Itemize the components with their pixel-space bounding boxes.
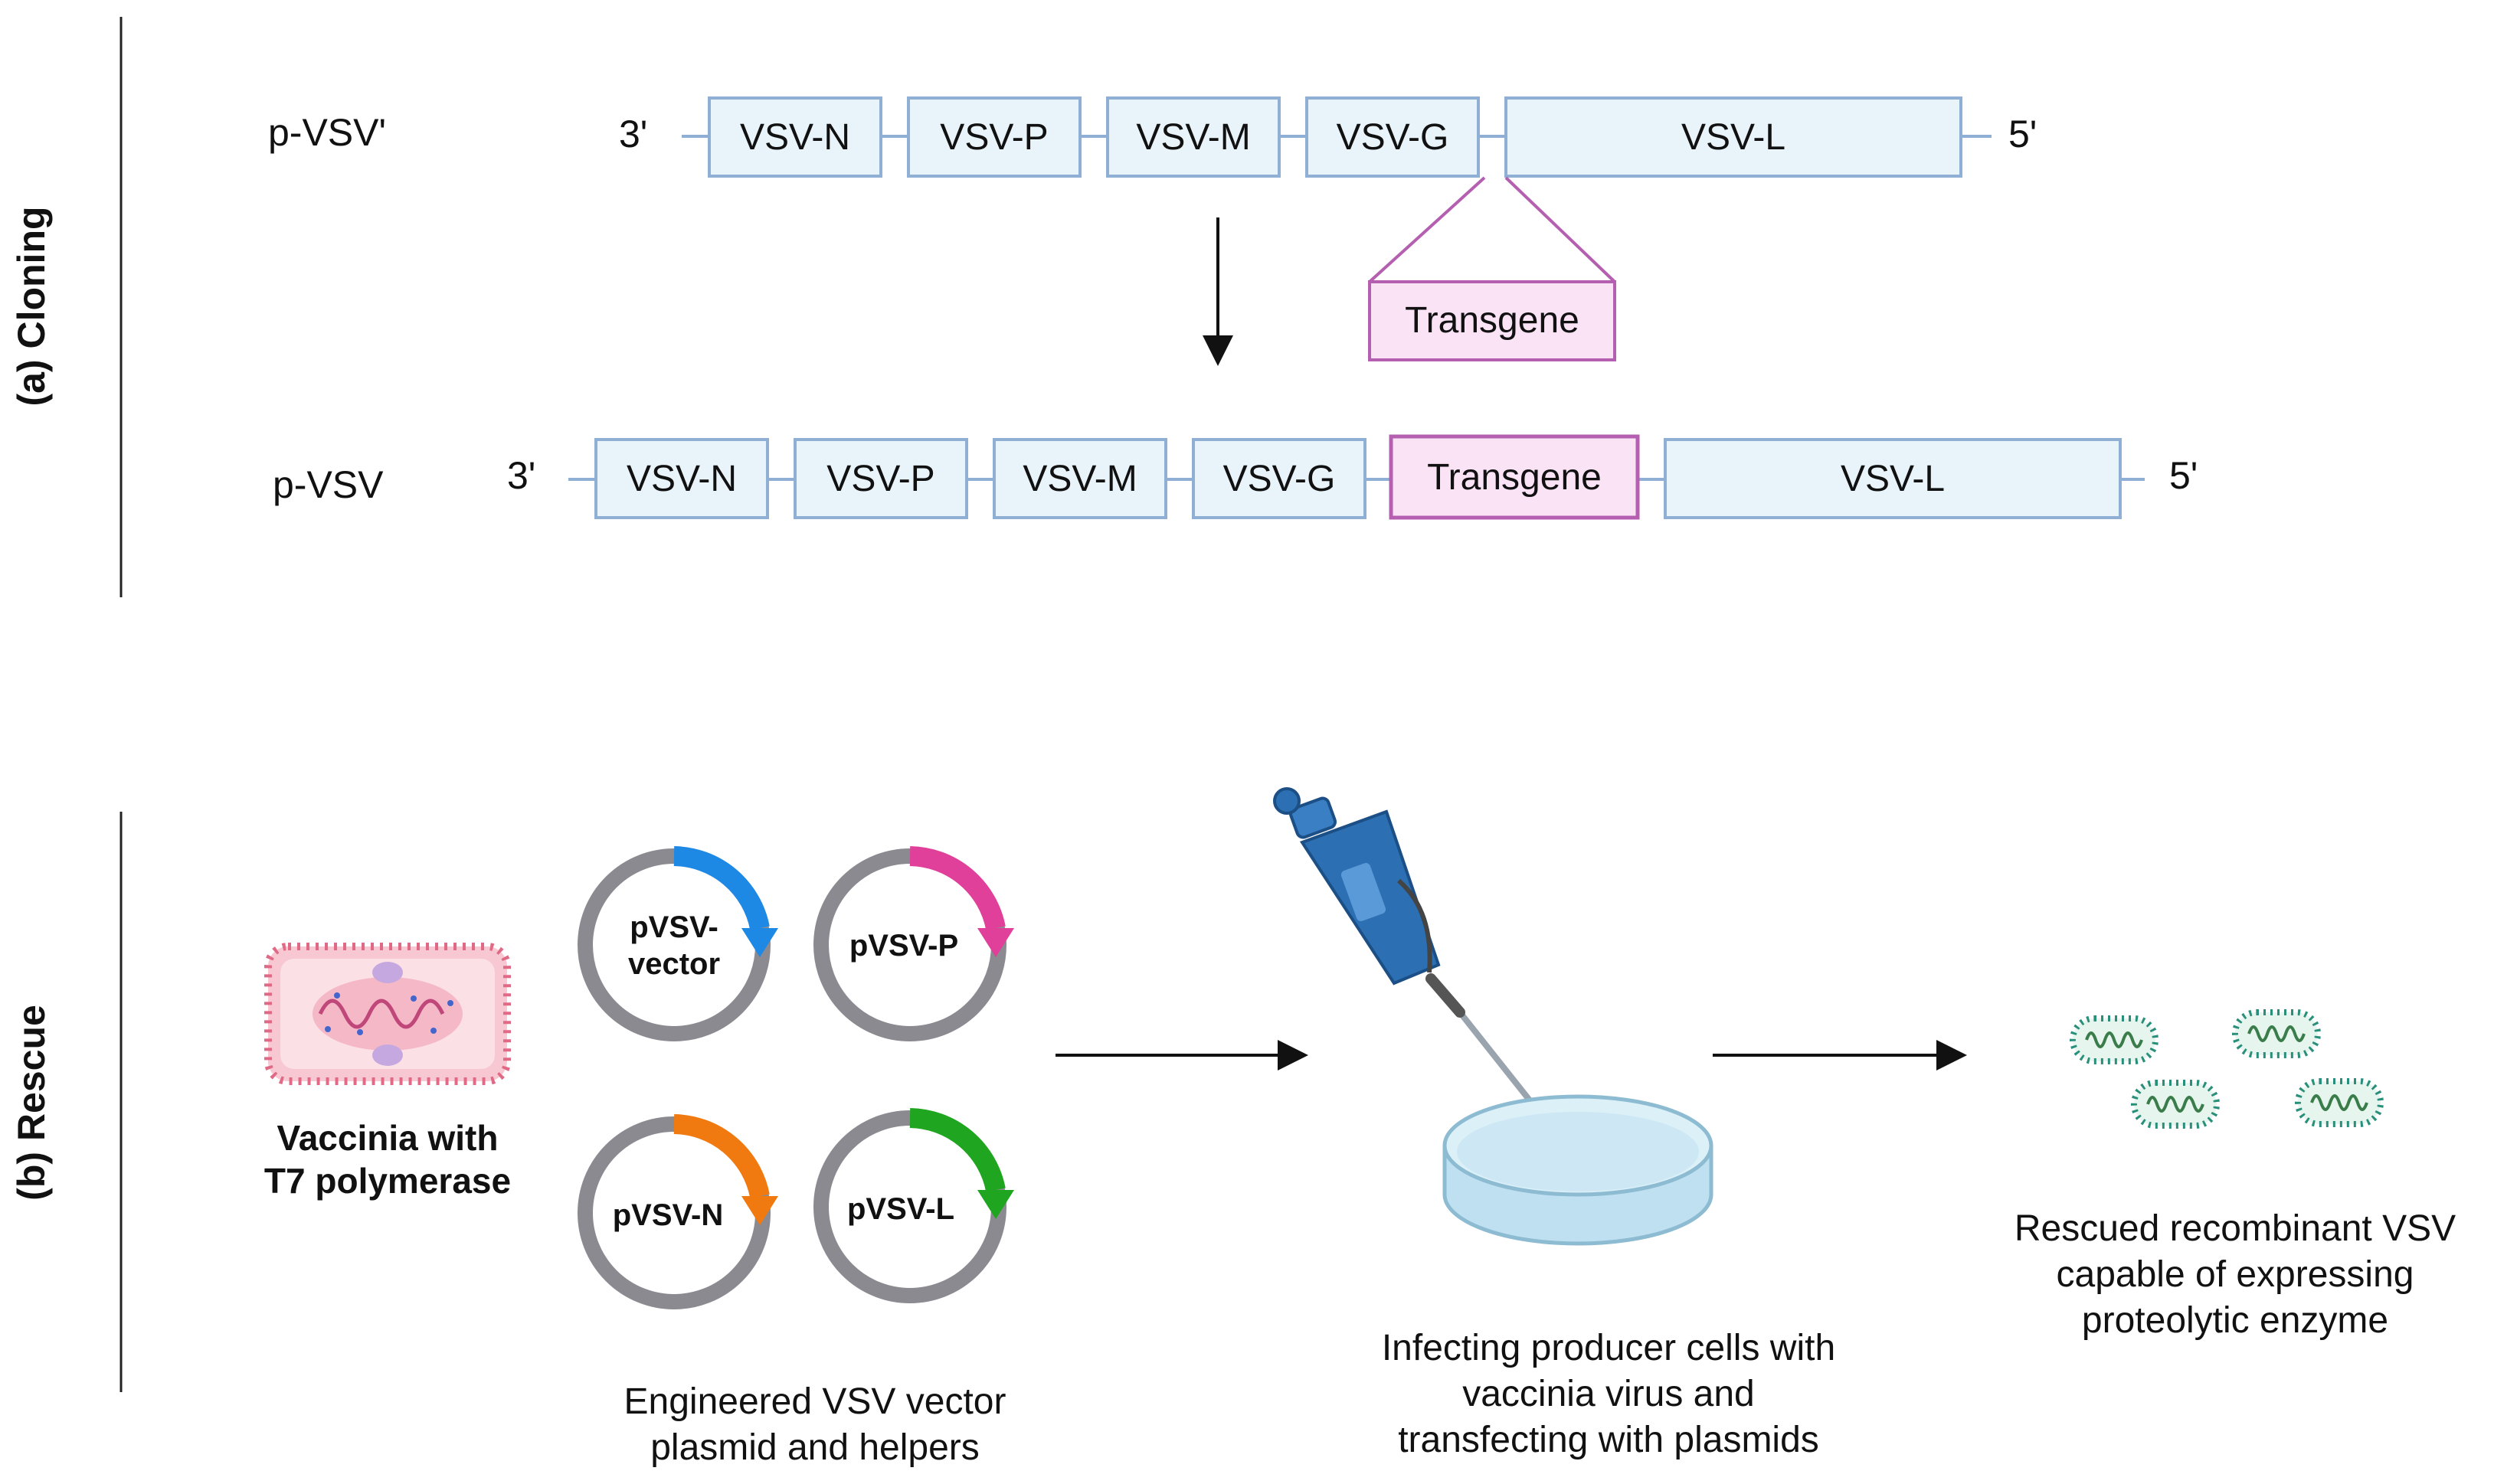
vsv-virion-icon xyxy=(2131,1080,2220,1129)
plasmid-label: pVSV- xyxy=(630,910,718,944)
construct-bottom: p-VSV 3' VSV-N VSV-P VSV-M VSV-G Transge… xyxy=(273,434,2198,520)
gene-label: VSV-L xyxy=(1681,117,1785,158)
transgene-box xyxy=(1389,434,1640,520)
vsv-virion-icon xyxy=(2232,1009,2321,1058)
plasmid-label: pVSV-N xyxy=(613,1198,723,1232)
panel-a-cloning: (a) Cloning p-VSV' 3' VSV-N VSV-P VSV-M … xyxy=(10,17,2198,597)
petri-dish-icon xyxy=(1442,1094,1713,1246)
construct-top: p-VSV' 3' VSV-N VSV-P VSV-M VSV-G VSV-L … xyxy=(268,96,2037,361)
gene-label: VSV-G xyxy=(1337,117,1449,158)
gene-label: VSV-P xyxy=(826,459,934,499)
plasmids-caption: plasmid and helpers xyxy=(650,1427,980,1468)
gene-box xyxy=(993,438,1167,519)
vaccinia-label: Vaccinia with xyxy=(277,1118,499,1158)
plasmid-pvsv-vector-icon: pVSV- vector xyxy=(578,846,778,1041)
gene-box xyxy=(1192,438,1366,519)
result-caption: proteolytic enzyme xyxy=(2082,1300,2388,1341)
gene-label: VSV-N xyxy=(627,459,737,499)
plasmid-label: pVSV-L xyxy=(847,1192,954,1226)
plasmid-pvsv-p-icon: pVSV-P xyxy=(813,846,1014,1041)
panel-a-label: (a) Cloning xyxy=(10,206,53,406)
gene-box xyxy=(1106,96,1281,178)
gene-box xyxy=(1305,96,1480,178)
step2-caption: transfecting with plasmids xyxy=(1398,1420,1819,1460)
gene-box xyxy=(907,96,1082,178)
gene-label: VSV-P xyxy=(940,117,1048,158)
vaccinia-label: T7 polymerase xyxy=(264,1161,511,1201)
gene-box xyxy=(708,96,882,178)
construct-bottom-3prime: 3' xyxy=(507,454,535,497)
construct-top-3prime: 3' xyxy=(619,113,647,155)
gene-label: VSV-G xyxy=(1223,459,1336,499)
vsv-virion-icon xyxy=(2295,1078,2384,1127)
gene-box xyxy=(1504,96,1962,178)
panel-b-rescue: (b) Rescue Vaccinia with T7 polymerase p… xyxy=(10,787,2456,1468)
insertion-line-left xyxy=(1368,176,1486,283)
gene-box xyxy=(594,438,769,519)
vaccinia-virus-icon xyxy=(264,943,511,1085)
insertion-line-right xyxy=(1504,176,1616,283)
result-caption: Rescued recombinant VSV xyxy=(2015,1208,2456,1249)
construct-top-name: p-VSV' xyxy=(268,111,386,154)
result-caption: capable of expressing xyxy=(2057,1254,2414,1295)
plasmid-pvsv-l-icon: pVSV-L xyxy=(813,1108,1014,1303)
panel-b-label: (b) Rescue xyxy=(10,1005,53,1201)
gene-label: VSV-L xyxy=(1841,459,1945,499)
transgene-insert-box xyxy=(1368,280,1616,361)
gene-label: VSV-N xyxy=(740,117,850,158)
step2-caption: vaccinia virus and xyxy=(1462,1374,1755,1414)
construct-bottom-name: p-VSV xyxy=(273,463,384,506)
construct-bottom-5prime: 5' xyxy=(2169,454,2198,497)
plasmid-pvsv-n-icon: pVSV-N xyxy=(578,1114,778,1309)
plasmid-label: pVSV-P xyxy=(849,929,958,963)
step2-caption: Infecting producer cells with xyxy=(1382,1328,1835,1368)
gene-box xyxy=(794,438,968,519)
construct-top-5prime: 5' xyxy=(2008,113,2037,155)
vsv-virion-icon xyxy=(2070,1015,2159,1064)
gene-label: VSV-M xyxy=(1136,117,1250,158)
plasmids-caption: Engineered VSV vector xyxy=(624,1381,1006,1422)
pipette-icon xyxy=(1273,787,1556,1133)
transgene-insert-label: Transgene xyxy=(1405,300,1579,341)
gene-box xyxy=(1664,438,2122,519)
plasmid-label: vector xyxy=(628,947,720,981)
gene-label: VSV-M xyxy=(1023,459,1137,499)
transgene-label: Transgene xyxy=(1427,457,1602,498)
